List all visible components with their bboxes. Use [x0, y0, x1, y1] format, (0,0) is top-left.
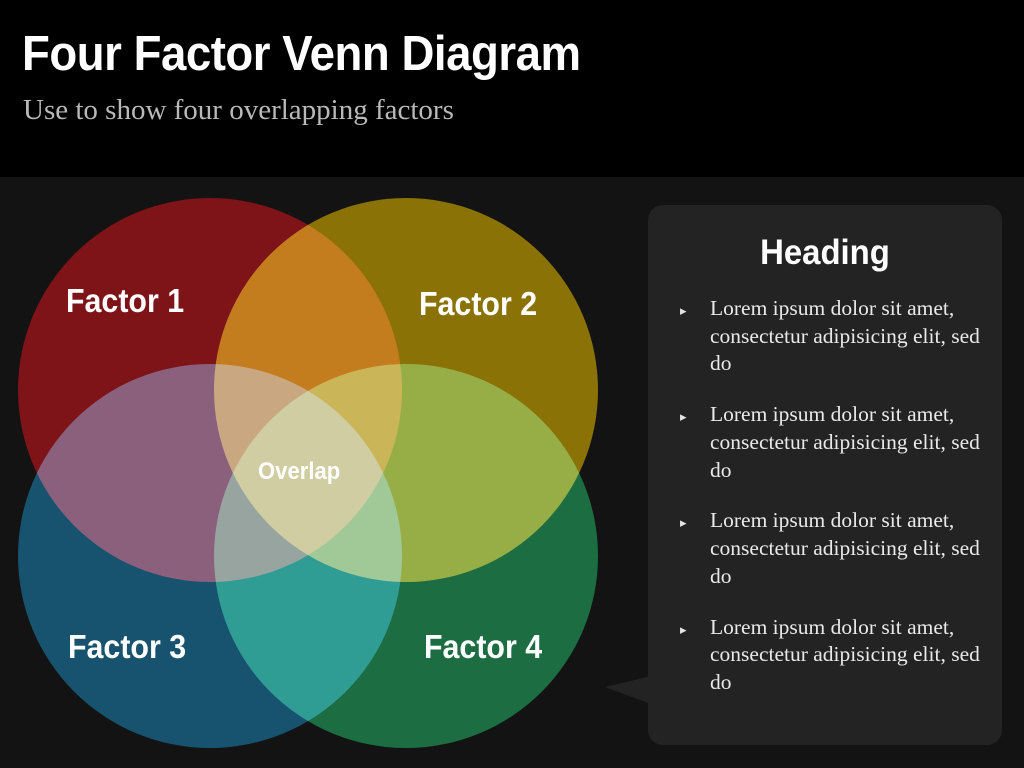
callout-panel: Heading ▸ Lorem ipsum dolor sit amet, co…	[648, 205, 1002, 745]
page-subtitle: Use to show four overlapping factors	[23, 94, 454, 126]
venn-label-factor-2: Factor 2	[419, 285, 538, 322]
list-item[interactable]: ▸ Lorem ipsum dolor sit amet, consectetu…	[648, 295, 1002, 378]
list-item[interactable]: ▸ Lorem ipsum dolor sit amet, consectetu…	[648, 507, 1002, 590]
list-item-text: Lorem ipsum dolor sit amet, consectetur …	[710, 614, 980, 695]
callout-tail	[605, 676, 651, 704]
triangle-bullet-icon: ▸	[680, 409, 687, 425]
list-item-text: Lorem ipsum dolor sit amet, consectetur …	[710, 508, 980, 588]
venn-label-factor-1: Factor 1	[66, 282, 185, 319]
venn-label-factor-4: Factor 4	[424, 628, 543, 665]
venn-circle-stack	[0, 177, 640, 768]
page-title: Four Factor Venn Diagram	[22, 27, 581, 81]
triangle-bullet-icon: ▸	[680, 621, 687, 637]
triangle-bullet-icon: ▸	[680, 515, 687, 531]
venn-label-factor-3: Factor 3	[68, 628, 187, 665]
venn-label-overlap: Overlap	[258, 458, 341, 485]
panel-heading: Heading	[760, 233, 890, 272]
venn-circle-factor-4[interactable]	[214, 364, 598, 748]
triangle-bullet-icon: ▸	[680, 303, 687, 318]
list-item-text: Lorem ipsum dolor sit amet, consectetur …	[710, 296, 980, 376]
venn-diagram: Factor 1 Factor 2 Factor 3 Factor 4 Over…	[0, 177, 640, 768]
list-item[interactable]: ▸ Lorem ipsum dolor sit amet, consectetu…	[648, 614, 1002, 697]
list-item-text: Lorem ipsum dolor sit amet, consectetur …	[710, 402, 980, 482]
panel-bullet-list: ▸ Lorem ipsum dolor sit amet, consectetu…	[648, 295, 1002, 720]
slide-header-band: Four Factor Venn Diagram Use to show fou…	[0, 0, 1024, 177]
list-item[interactable]: ▸ Lorem ipsum dolor sit amet, consectetu…	[648, 401, 1002, 484]
